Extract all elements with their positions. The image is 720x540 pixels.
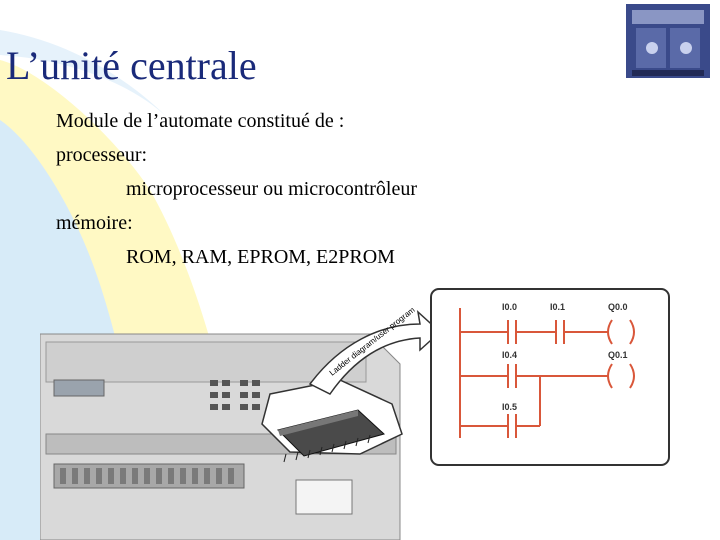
contact-label-i05: I0.5 <box>502 402 517 412</box>
body-line-intro: Module de l’automate constitué de : <box>56 110 345 132</box>
corner-plc-image <box>626 4 710 78</box>
body-line-memory: mémoire: <box>56 212 133 234</box>
body-line-memory-detail: ROM, RAM, EPROM, E2PROM <box>126 246 395 268</box>
terminal-block <box>53 463 245 489</box>
plc-illustration: Ladder diagram/user program <box>40 305 442 540</box>
body-line-processor: processeur: <box>56 144 148 166</box>
contact-label-i04: I0.4 <box>502 350 517 360</box>
slide-body: Module de l’automate constitué de : proc… <box>56 104 417 274</box>
coil-label-q00: Q0.0 <box>608 302 628 312</box>
coil-label-q01: Q0.1 <box>608 350 628 360</box>
slide-title: L’unité centrale <box>6 43 257 88</box>
ladder-diagram: I0.0 I0.1 Q0.0 I0.4 Q0.1 I0.5 <box>430 288 670 466</box>
contact-label-i00: I0.0 <box>502 302 517 312</box>
body-line-processor-detail: microprocesseur ou microcontrôleur <box>126 178 418 200</box>
led-rows <box>210 380 260 410</box>
contact-label-i01: I0.1 <box>550 302 565 312</box>
